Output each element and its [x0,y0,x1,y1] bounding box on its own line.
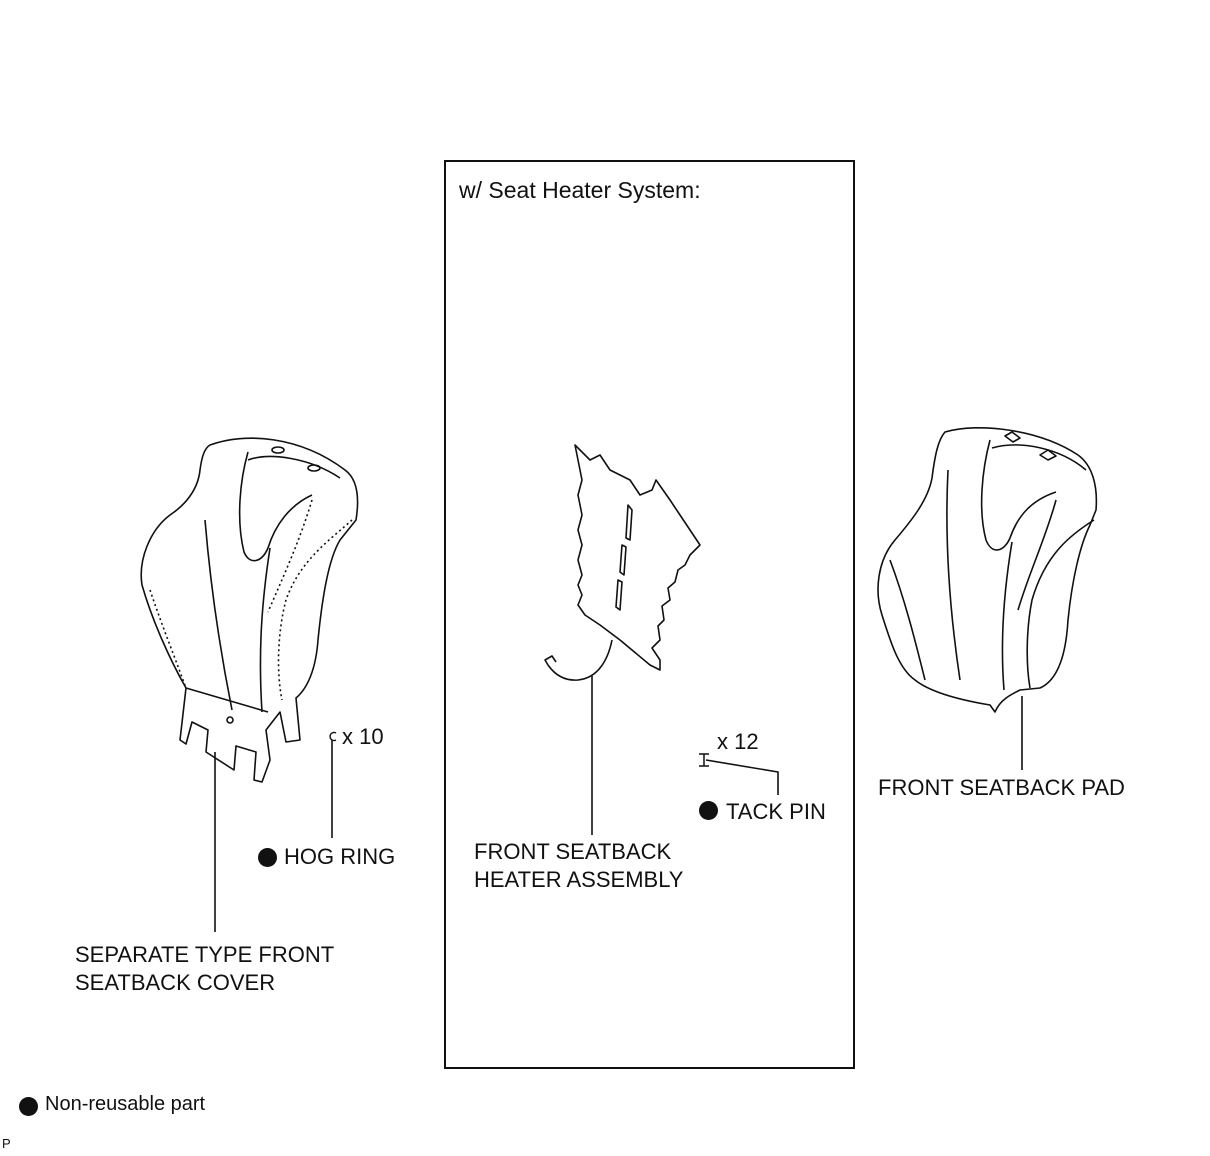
legend-non-reusable-icon [19,1097,38,1116]
heater-assembly-label-line1: FRONT SEATBACK [474,839,672,864]
hog-ring-quantity: x 10 [342,724,384,749]
hog-ring-non-reusable-icon [258,848,277,867]
tack-pin-label: TACK PIN [726,799,826,824]
heater-assembly-illustration [544,444,701,681]
seat-heater-panel-frame [444,160,855,1069]
seatback-pad-label: FRONT SEATBACK PAD [878,775,1125,800]
legend-label: Non-reusable part [45,1093,206,1115]
tack-pin-non-reusable-icon [699,801,718,820]
footer-code: P [2,1136,11,1151]
seatback-pad-illustration [877,427,1098,713]
tack-pin-leader-line [705,759,779,795]
seatback-cover-illustration [140,437,359,783]
seat-heater-panel-title: w/ Seat Heater System: [459,177,701,203]
heater-assembly-label-line2: HEATER ASSEMBLY [474,867,684,892]
leader-lines [214,676,1023,932]
tack-pin-quantity: x 12 [717,729,759,754]
seatback-cover-label-line2: SEATBACK COVER [75,970,276,995]
hog-ring-label: HOG RING [284,844,396,869]
seatback-cover-label-line1: SEPARATE TYPE FRONT [75,942,335,967]
tack-pin-icon [699,753,709,767]
hog-ring-icon [329,731,337,742]
